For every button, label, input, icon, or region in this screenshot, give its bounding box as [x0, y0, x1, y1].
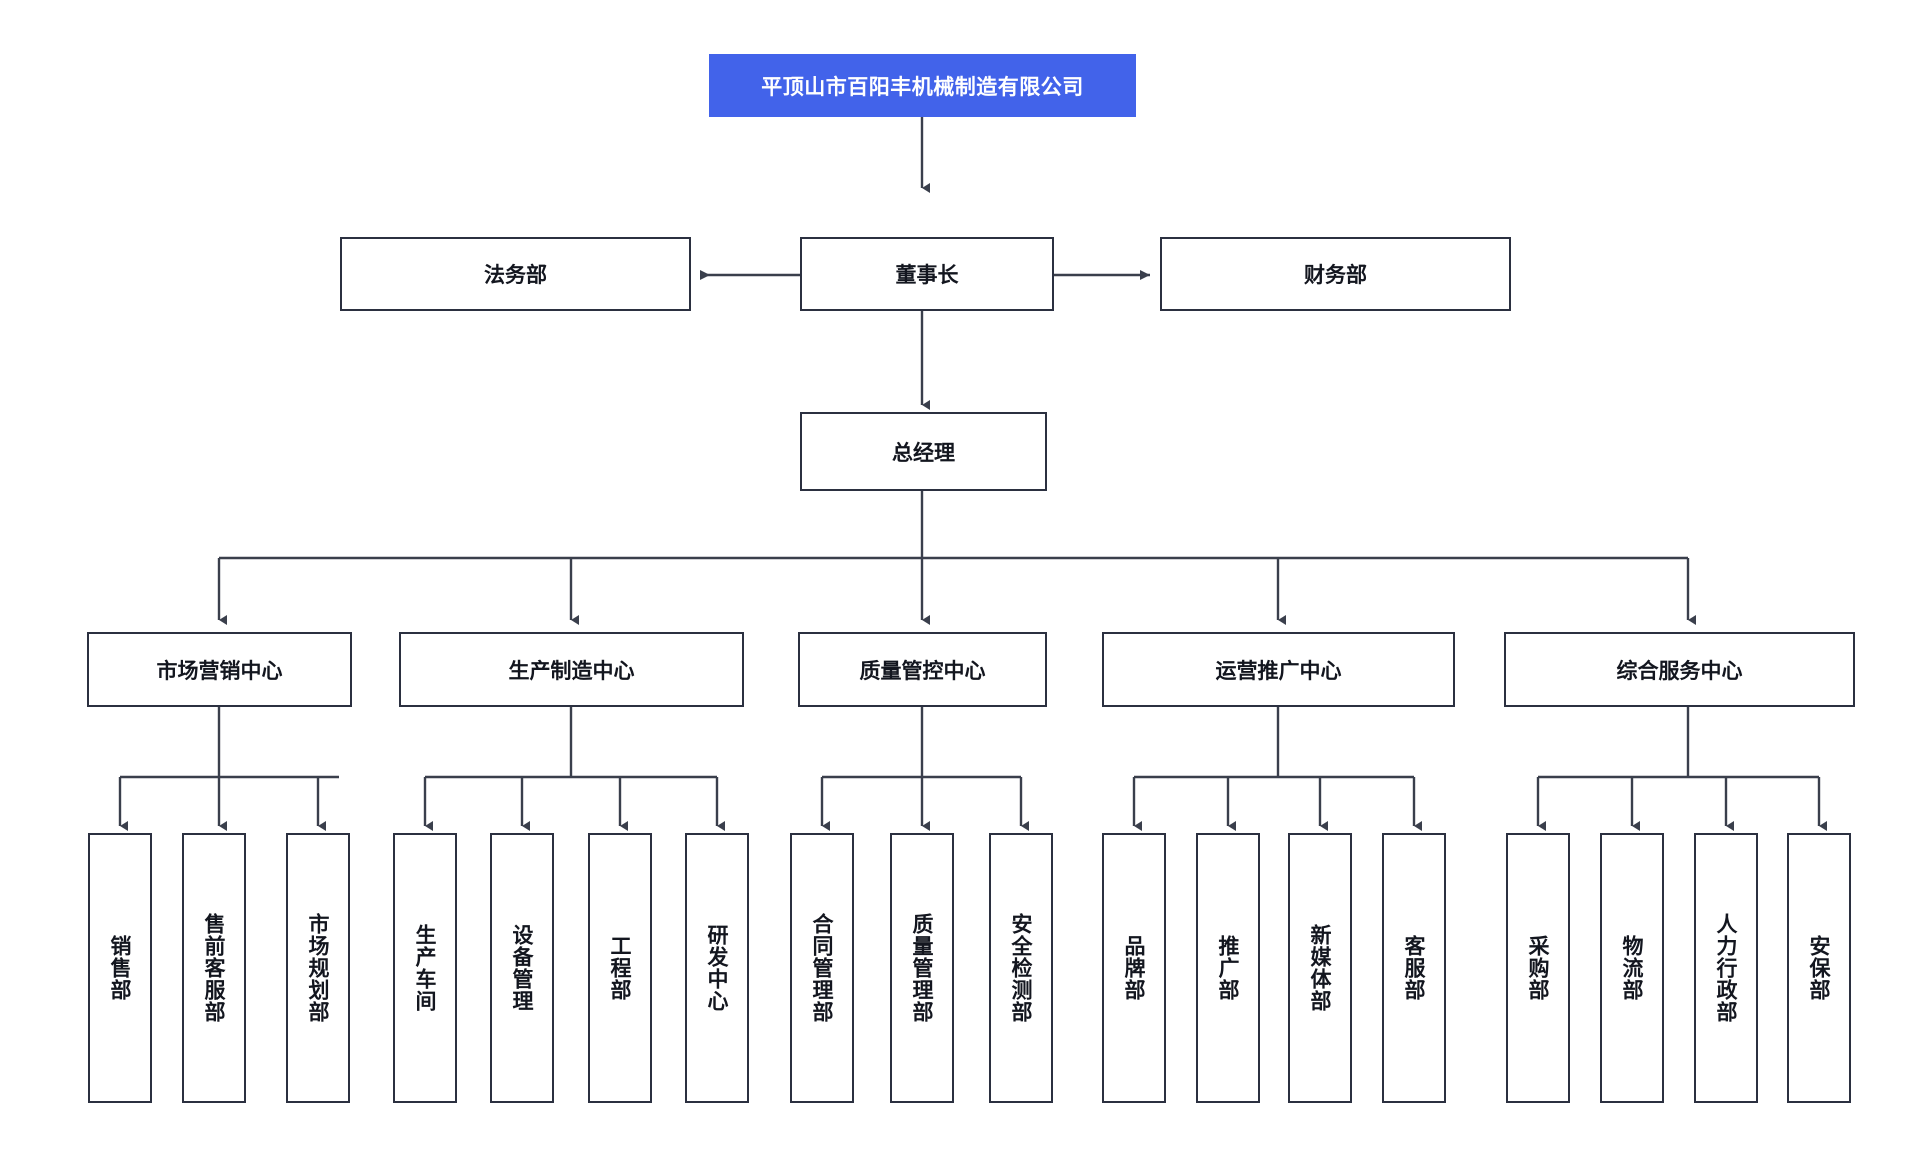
center-operations-label: 运营推广中心 — [1215, 658, 1342, 683]
node-chairman[interactable]: 董事长 — [800, 237, 1054, 311]
node-dept-brand[interactable]: 品牌部 — [1102, 833, 1166, 1103]
node-center-general-services[interactable]: 综合服务中心 — [1504, 632, 1855, 707]
dept-label: 研发中心 — [705, 924, 730, 1012]
general-manager-label: 总经理 — [892, 440, 955, 465]
dept-label: 客服部 — [1402, 935, 1427, 1001]
chairman-label: 董事长 — [895, 263, 959, 287]
company-name-label: 平顶山市百阳丰机械制造有限公司 — [761, 74, 1084, 99]
dept-label: 安保部 — [1807, 935, 1832, 1001]
dept-label: 设备管理 — [510, 924, 535, 1012]
dept-label: 销售部 — [108, 935, 133, 1001]
node-general-manager[interactable]: 总经理 — [800, 412, 1047, 491]
node-dept-production-workshop[interactable]: 生产车间 — [393, 833, 457, 1103]
node-dept-logistics[interactable]: 物流部 — [1600, 833, 1664, 1103]
node-center-quality[interactable]: 质量管控中心 — [798, 632, 1047, 707]
dept-label: 采购部 — [1526, 935, 1551, 1001]
dept-label: 售前客服部 — [202, 913, 227, 1023]
dept-label: 新媒体部 — [1308, 924, 1333, 1012]
node-dept-promotion[interactable]: 推广部 — [1196, 833, 1260, 1103]
node-center-manufacturing[interactable]: 生产制造中心 — [399, 632, 744, 707]
node-dept-rd-center[interactable]: 研发中心 — [685, 833, 749, 1103]
dept-label: 品牌部 — [1122, 935, 1147, 1001]
node-dept-procurement[interactable]: 采购部 — [1506, 833, 1570, 1103]
node-dept-contract-management[interactable]: 合同管理部 — [790, 833, 854, 1103]
dept-label: 工程部 — [608, 935, 633, 1001]
node-dept-market-planning[interactable]: 市场规划部 — [286, 833, 350, 1103]
node-center-marketing[interactable]: 市场营销中心 — [87, 632, 352, 707]
dept-label: 安全检测部 — [1009, 913, 1034, 1023]
node-dept-sales[interactable]: 销售部 — [88, 833, 152, 1103]
center-quality-label: 质量管控中心 — [859, 658, 986, 683]
node-dept-quality-management[interactable]: 质量管理部 — [890, 833, 954, 1103]
dept-label: 质量管理部 — [910, 913, 935, 1023]
node-dept-equipment-management[interactable]: 设备管理 — [490, 833, 554, 1103]
node-center-operations[interactable]: 运营推广中心 — [1102, 632, 1455, 707]
node-company-root[interactable]: 平顶山市百阳丰机械制造有限公司 — [709, 54, 1136, 117]
finance-department-label: 财务部 — [1304, 263, 1367, 287]
center-marketing-label: 市场营销中心 — [156, 658, 283, 683]
dept-label: 推广部 — [1216, 935, 1241, 1001]
dept-label: 合同管理部 — [810, 913, 835, 1023]
node-dept-engineering[interactable]: 工程部 — [588, 833, 652, 1103]
dept-label: 人力行政部 — [1714, 913, 1739, 1023]
dept-label: 生产车间 — [413, 924, 438, 1012]
node-dept-security[interactable]: 安保部 — [1787, 833, 1851, 1103]
legal-affairs-label: 法务部 — [484, 263, 547, 287]
dept-label: 市场规划部 — [306, 913, 331, 1023]
center-manufacturing-label: 生产制造中心 — [508, 658, 635, 683]
node-dept-safety-inspection[interactable]: 安全检测部 — [989, 833, 1053, 1103]
center-general-services-label: 综合服务中心 — [1616, 658, 1743, 683]
node-dept-hr-administration[interactable]: 人力行政部 — [1694, 833, 1758, 1103]
node-finance-department[interactable]: 财务部 — [1160, 237, 1511, 311]
node-dept-customer-service[interactable]: 客服部 — [1382, 833, 1446, 1103]
node-dept-presales-service[interactable]: 售前客服部 — [182, 833, 246, 1103]
node-dept-new-media[interactable]: 新媒体部 — [1288, 833, 1352, 1103]
dept-label: 物流部 — [1620, 935, 1645, 1001]
node-legal-affairs[interactable]: 法务部 — [340, 237, 691, 311]
